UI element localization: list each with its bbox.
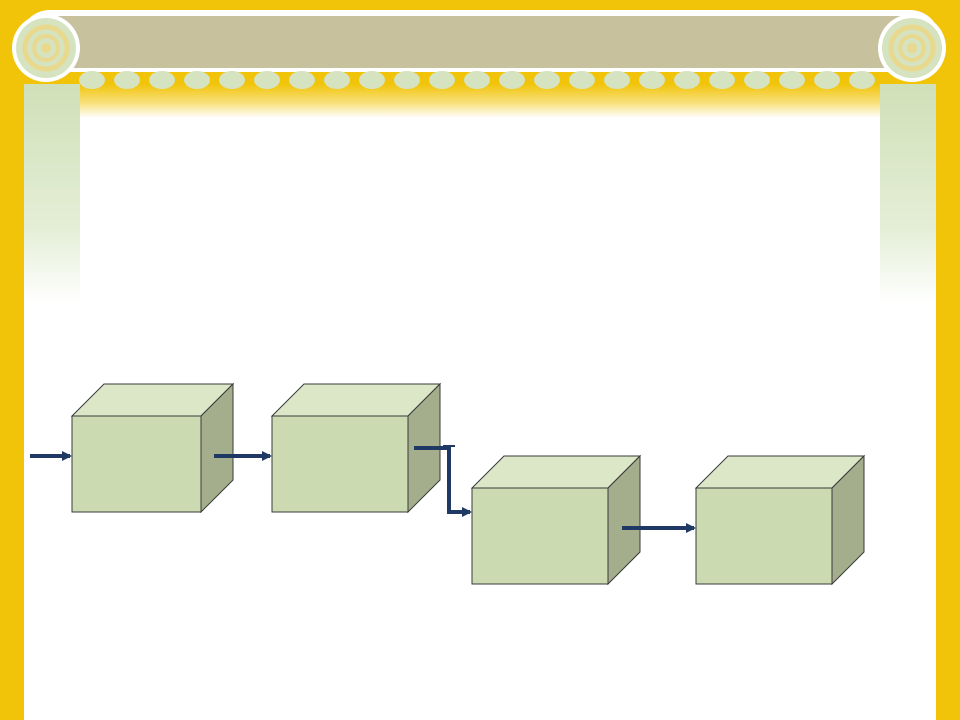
capital-bead	[604, 71, 630, 89]
process-box-4	[694, 454, 866, 586]
capital-bead	[674, 71, 700, 89]
capital-bead	[114, 71, 140, 89]
left-volute-icon	[12, 14, 80, 82]
capital-bead	[429, 71, 455, 89]
capital-bead	[534, 71, 560, 89]
capital-bead	[849, 71, 875, 89]
capital-bead	[499, 71, 525, 89]
right-volute-icon	[878, 14, 946, 82]
process-box-2	[270, 382, 442, 514]
process-diagram	[30, 382, 866, 586]
process-box-1	[70, 382, 235, 514]
capital-bead	[324, 71, 350, 89]
process-box-3	[470, 454, 642, 586]
capital-bead	[464, 71, 490, 89]
capital-bead	[289, 71, 315, 89]
top-band	[80, 84, 880, 118]
capital-bead	[814, 71, 840, 89]
slide-title	[90, 120, 870, 280]
capital-bead	[779, 71, 805, 89]
capital-bead	[639, 71, 665, 89]
capital-bead	[79, 71, 105, 89]
capital-bead	[744, 71, 770, 89]
capital-bead	[394, 71, 420, 89]
capital-bead	[219, 71, 245, 89]
capital-bead	[709, 71, 735, 89]
capital-bead	[569, 71, 595, 89]
left-column-shaft	[24, 84, 80, 304]
right-column-shaft	[880, 84, 936, 304]
capital-bead	[184, 71, 210, 89]
column-capital	[12, 10, 946, 89]
capital-bead	[149, 71, 175, 89]
capital-bead	[254, 71, 280, 89]
elbow-arrow-box2-to-box3	[414, 446, 472, 517]
capital-beads	[79, 71, 875, 89]
capital-bead	[359, 71, 385, 89]
